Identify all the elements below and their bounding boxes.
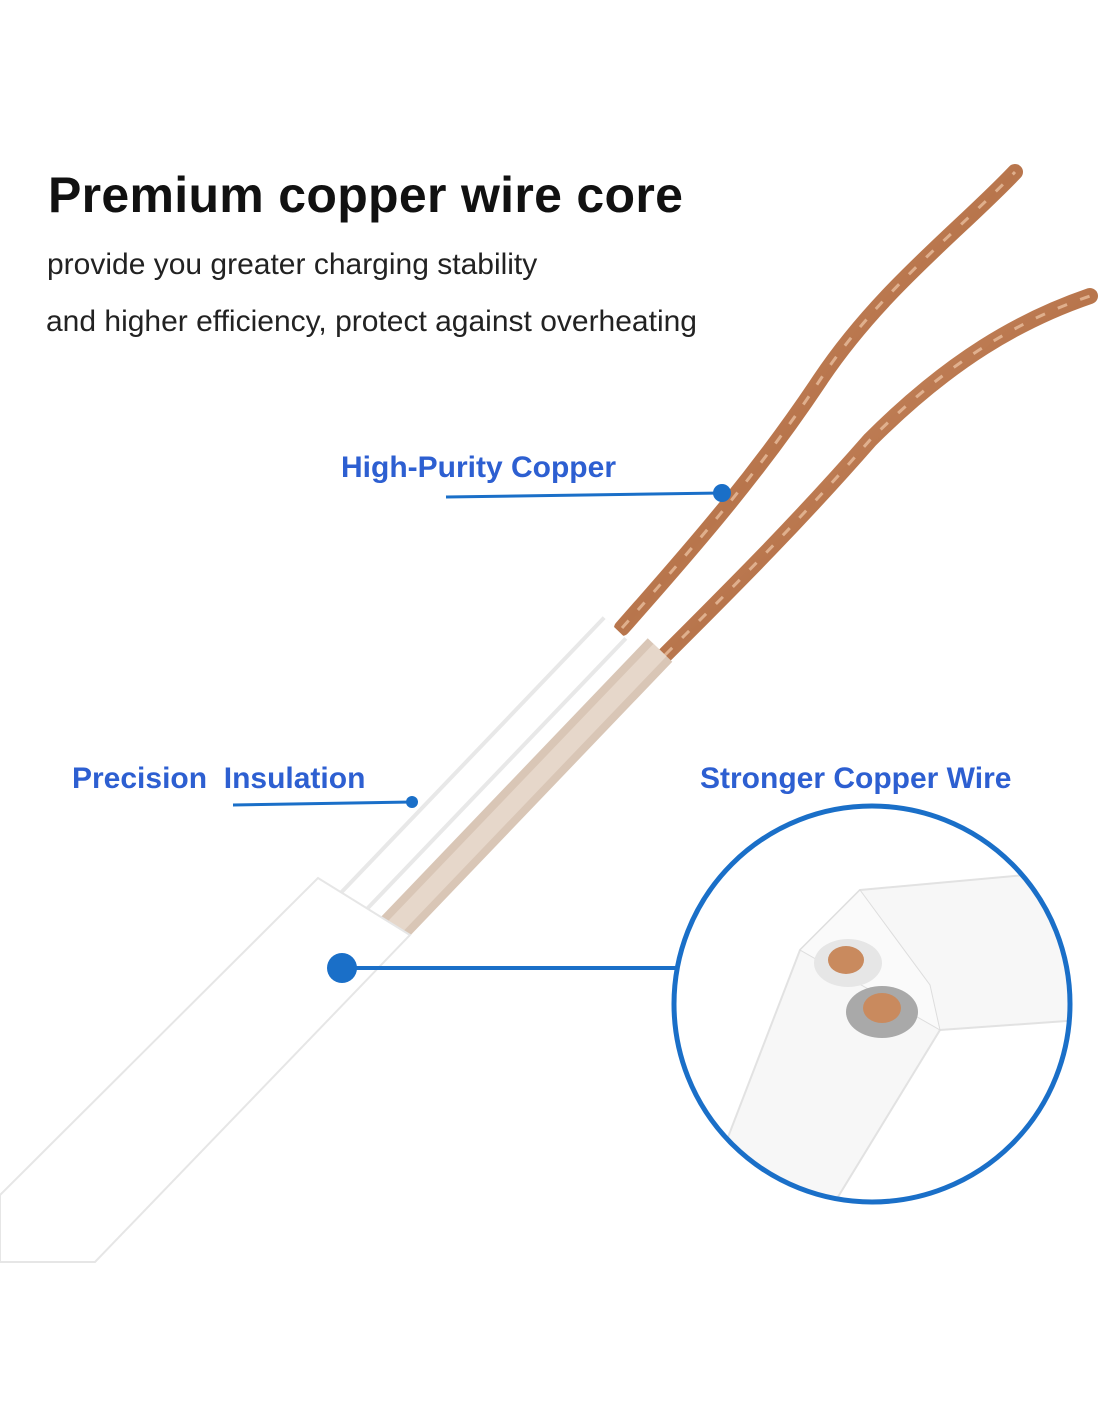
subtitle-line-2: and higher efficiency, protect against o… (46, 305, 697, 338)
subtitle-line-1: provide you greater charging stability (47, 248, 538, 281)
label-precision-insulation: Precision Insulation (72, 762, 366, 795)
page-title: Premium copper wire core (48, 167, 684, 223)
copper-callout-dot (713, 484, 731, 502)
copper-strand-2 (657, 288, 1098, 663)
label-high-purity-copper: High-Purity Copper (341, 451, 616, 484)
cross-section-closeup (674, 806, 1070, 1202)
magnifier-ring (671, 803, 1073, 1205)
copper-strand-1 (614, 164, 1023, 636)
cable-callout-dot (327, 953, 357, 983)
insulation-callout-dot (406, 796, 418, 808)
flat-cable-jacket (0, 876, 412, 1263)
label-stronger-copper-wire: Stronger Copper Wire (700, 762, 1012, 795)
